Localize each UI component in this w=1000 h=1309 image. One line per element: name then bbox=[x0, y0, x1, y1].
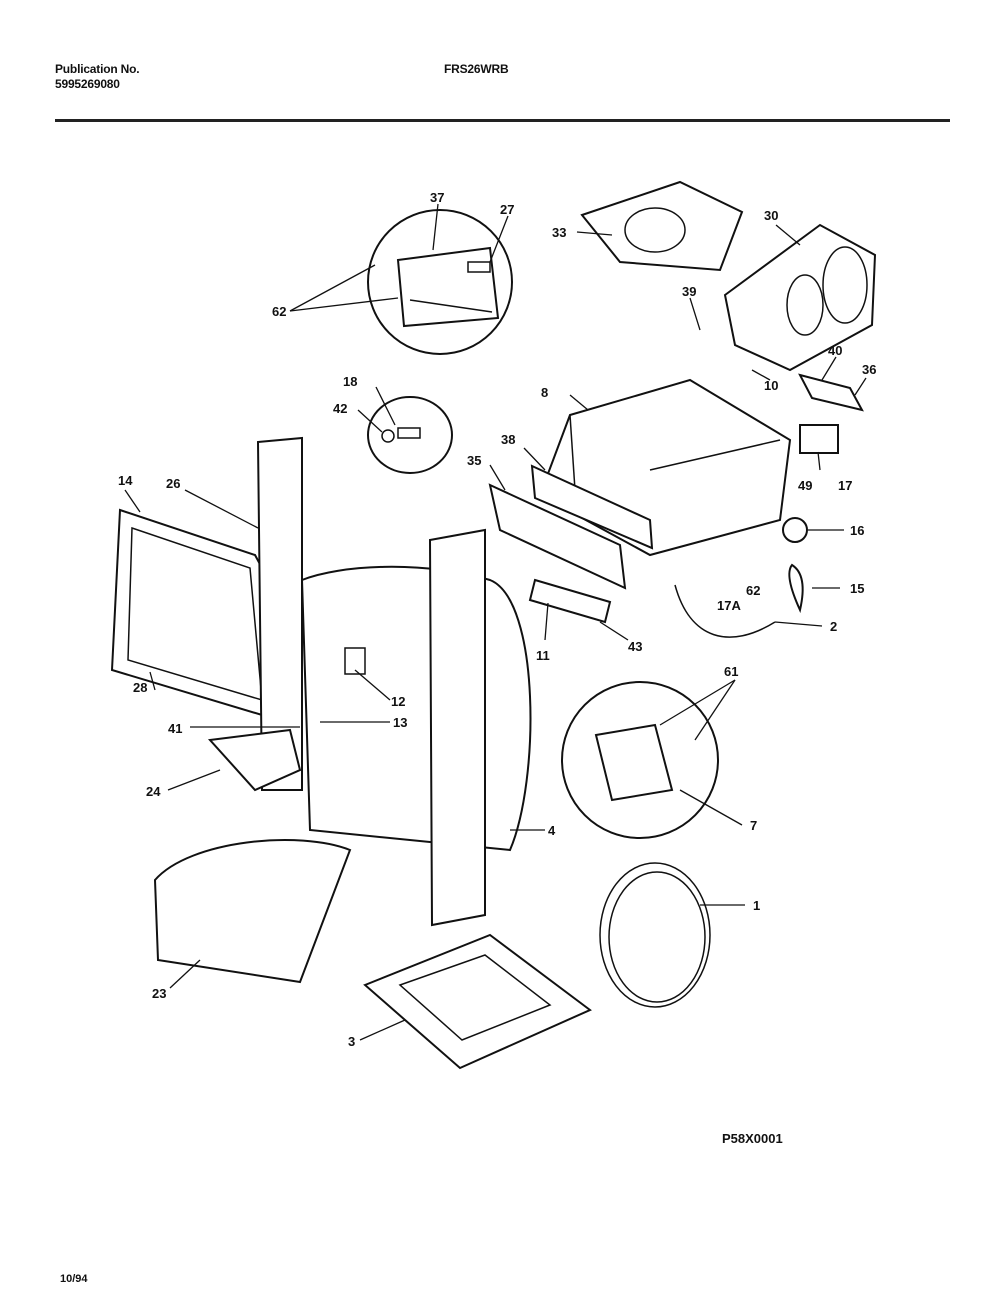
callout-7: 7 bbox=[750, 818, 757, 833]
callout-14: 14 bbox=[118, 473, 133, 488]
callout-15: 15 bbox=[850, 581, 864, 596]
callout-38: 38 bbox=[501, 432, 515, 447]
part-15-bulb bbox=[788, 563, 804, 614]
callout-17a: 17A bbox=[717, 598, 741, 613]
callout-18: 18 bbox=[343, 374, 357, 389]
callout-40: 40 bbox=[828, 343, 842, 358]
callout-13: 13 bbox=[393, 715, 407, 730]
callout-39: 39 bbox=[682, 284, 696, 299]
part-3-heater bbox=[363, 933, 592, 1070]
callout-12: 12 bbox=[391, 694, 405, 709]
callout-43: 43 bbox=[628, 639, 642, 654]
part-40 bbox=[798, 373, 864, 412]
callout-42: 42 bbox=[333, 401, 347, 416]
callout-41: 41 bbox=[168, 721, 182, 736]
callout-16: 16 bbox=[850, 523, 864, 538]
part-2-harness bbox=[674, 584, 776, 638]
part-1-cord bbox=[599, 862, 711, 1008]
drawing-code: P58X0001 bbox=[722, 1131, 783, 1146]
part-42 bbox=[381, 429, 395, 443]
callout-37: 37 bbox=[430, 190, 444, 205]
callout-28: 28 bbox=[133, 680, 147, 695]
part-4-chute bbox=[300, 565, 532, 852]
callout-27: 27 bbox=[500, 202, 514, 217]
publication-label: Publication No. bbox=[55, 62, 140, 76]
part-switch-7 bbox=[594, 723, 674, 802]
callout-61: 61 bbox=[724, 664, 738, 679]
revision-date: 10/94 bbox=[60, 1273, 88, 1285]
callout-36-right: 36 bbox=[862, 362, 876, 377]
model-number: FRS26WRB bbox=[444, 62, 509, 76]
callout-62-top: 62 bbox=[272, 304, 286, 319]
header-rule bbox=[55, 119, 950, 122]
part-panel-37 bbox=[396, 246, 500, 328]
part-12 bbox=[344, 647, 366, 675]
part-49 bbox=[799, 424, 839, 454]
detail-circle-61 bbox=[561, 681, 719, 839]
callout-23: 23 bbox=[152, 986, 166, 1001]
callout-17: 17 bbox=[838, 478, 852, 493]
part-24 bbox=[207, 728, 302, 792]
part-33-plate bbox=[580, 180, 744, 272]
part-front-bar bbox=[428, 528, 486, 927]
callout-11: 11 bbox=[536, 648, 550, 663]
callout-4: 4 bbox=[548, 823, 556, 838]
part-label-27 bbox=[467, 261, 491, 273]
callout-8: 8 bbox=[541, 385, 548, 400]
callout-3: 3 bbox=[348, 1034, 355, 1049]
callout-10: 10 bbox=[764, 378, 778, 393]
callout-33: 33 bbox=[552, 225, 566, 240]
callout-26: 26 bbox=[166, 476, 180, 491]
publication-number: 5995269080 bbox=[55, 77, 120, 91]
part-23-tray bbox=[153, 839, 352, 984]
callout-49: 49 bbox=[798, 478, 812, 493]
callout-62-mid: 62 bbox=[746, 583, 760, 598]
part-26-panel bbox=[256, 436, 303, 791]
part-35-panel bbox=[488, 483, 627, 590]
callout-30: 30 bbox=[764, 208, 778, 223]
detail-circle-18 bbox=[367, 396, 453, 474]
callout-24: 24 bbox=[146, 784, 161, 799]
callout-35: 35 bbox=[467, 453, 481, 468]
part-30-cover bbox=[723, 223, 877, 372]
callout-1: 1 bbox=[753, 898, 760, 913]
part-18 bbox=[397, 427, 421, 439]
part-11 bbox=[528, 578, 612, 624]
part-16 bbox=[782, 517, 808, 543]
detail-circle-top bbox=[367, 209, 513, 355]
part-38-panel bbox=[530, 464, 654, 550]
callout-2: 2 bbox=[830, 619, 837, 634]
